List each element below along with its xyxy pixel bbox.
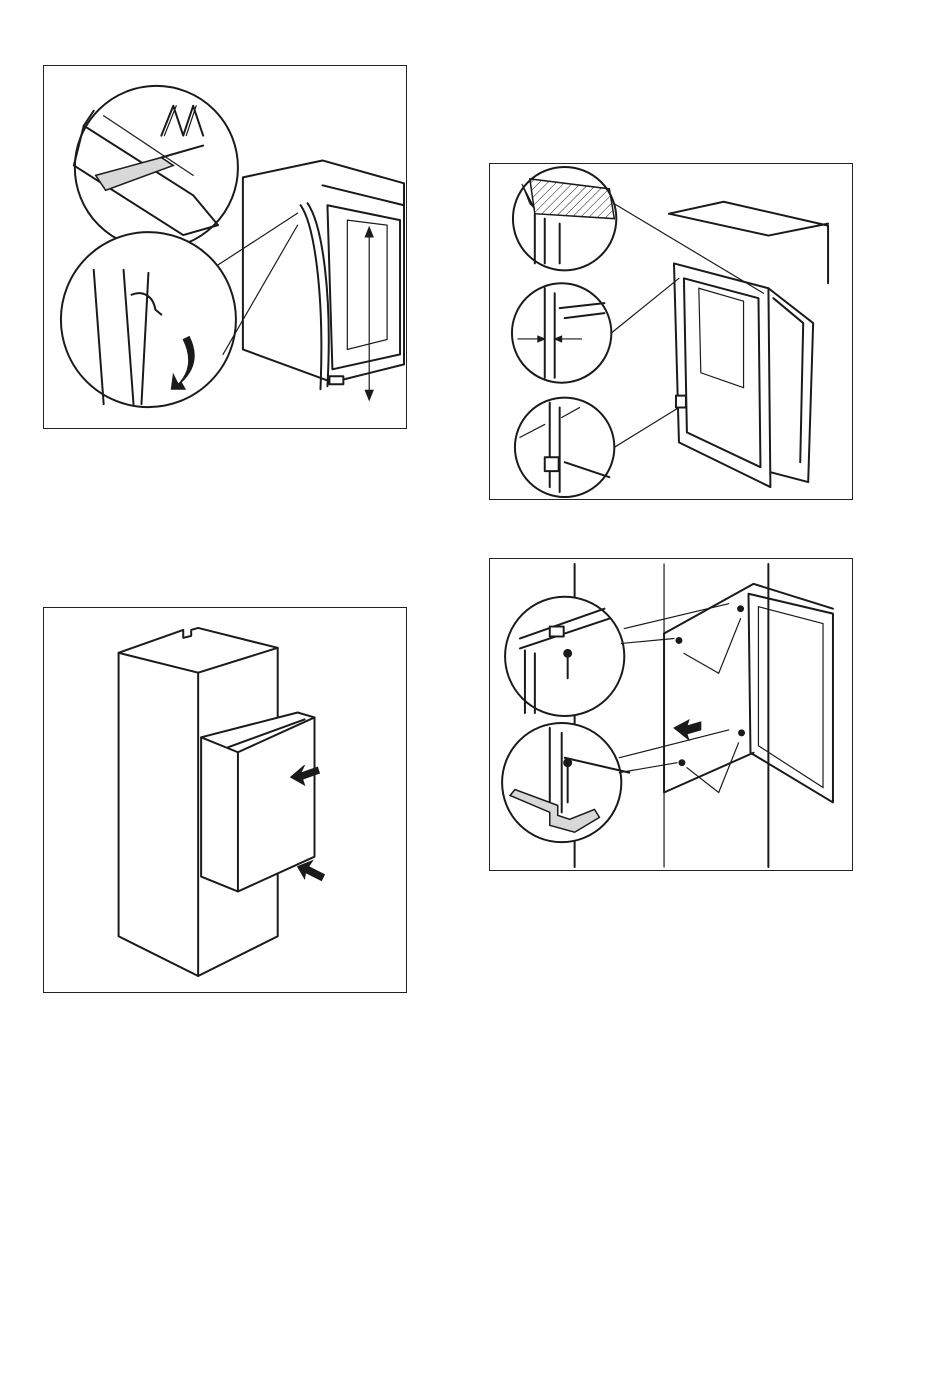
screw-icon	[739, 730, 745, 736]
screw-fixing-illustration	[490, 559, 852, 870]
appliance-door	[749, 594, 833, 803]
cabinet-opening	[327, 205, 400, 369]
cabinet-outline	[243, 160, 404, 382]
direction-arrow-icon	[674, 720, 701, 740]
screw-icon	[738, 606, 744, 612]
screw-icon	[676, 637, 682, 643]
zoom-circle-hinge-gap	[515, 398, 614, 497]
figure-push-in	[43, 607, 407, 993]
push-arrow-bottom-icon	[298, 861, 325, 881]
zoom-circle-top-gap	[513, 167, 616, 270]
figure-seal-strip	[43, 65, 407, 429]
screw-icon	[679, 760, 685, 766]
open-door	[768, 288, 813, 482]
cabinet-housing	[669, 202, 828, 284]
figure-door-gaps	[489, 163, 853, 500]
cabinet-front-edge	[322, 185, 404, 205]
figure-screw-fixing	[489, 558, 853, 871]
push-in-illustration	[44, 608, 406, 992]
zoom-circle-side-gap	[512, 283, 611, 382]
zoom-circle-peeling	[61, 232, 236, 407]
appliance-body	[201, 712, 314, 891]
door-gaps-illustration	[490, 164, 852, 499]
seal-strip-illustration	[44, 66, 406, 428]
